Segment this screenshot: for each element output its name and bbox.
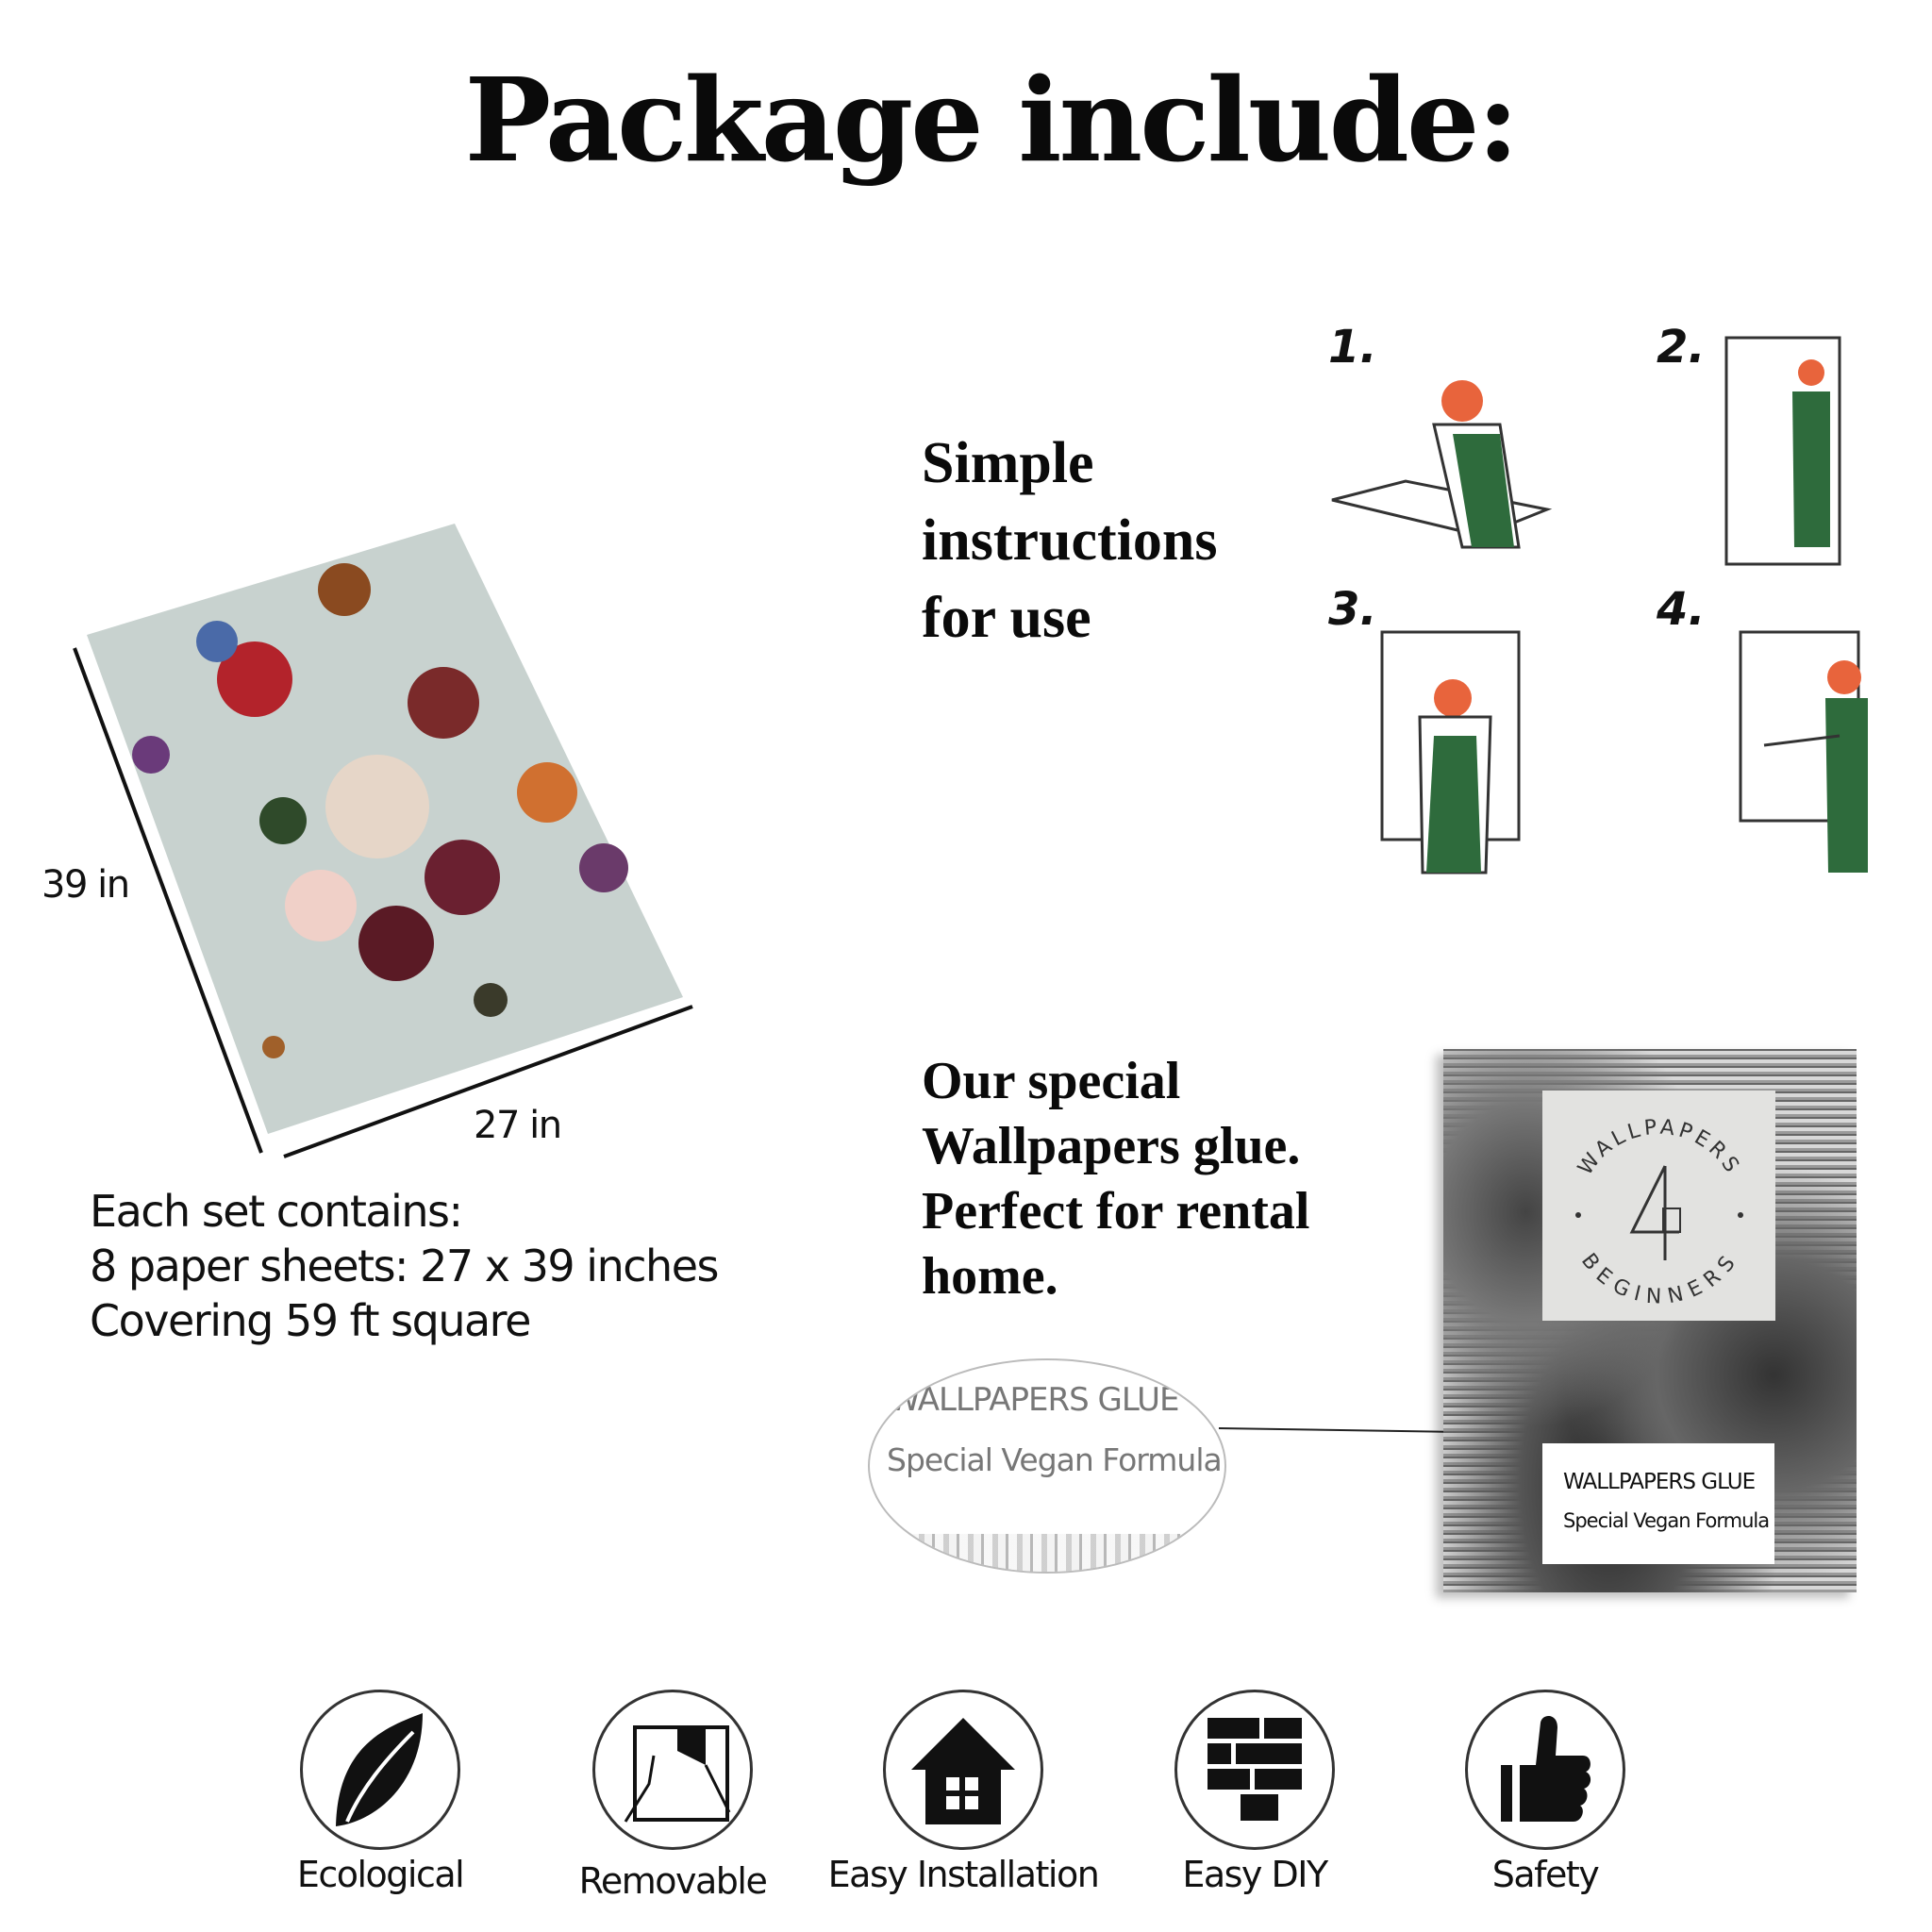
brand-bottom-text: BEGINNERS bbox=[1576, 1249, 1739, 1309]
glue-description: Our special Wallpapers glue. Perfect for… bbox=[922, 1049, 1309, 1309]
glue-line: Wallpapers glue. bbox=[922, 1117, 1301, 1175]
peel-sheet-icon bbox=[624, 1725, 731, 1823]
feature-label-easy-diy: Easy DIY bbox=[1182, 1854, 1328, 1895]
step-number: 4. bbox=[1657, 583, 1706, 636]
svg-text:WALLPAPERS: WALLPAPERS bbox=[1574, 1116, 1745, 1180]
step-number: 2. bbox=[1657, 321, 1706, 374]
loupe-title: WALLPAPERS GLUE bbox=[889, 1381, 1179, 1419]
step-1-pasting-figure bbox=[1331, 380, 1553, 549]
feature-label-easy-installation: Easy Installation bbox=[827, 1854, 1100, 1895]
instruction-illustrations bbox=[1331, 336, 1868, 874]
step-4-smoothing-figure bbox=[1739, 630, 1868, 873]
heading-line: for use bbox=[922, 586, 1091, 650]
brand-label: WALLPAPERS BEGINNERS bbox=[1542, 1091, 1775, 1321]
set-contents: Each set contains: 8 paper sheets: 27 x … bbox=[90, 1184, 719, 1348]
glue-line: home. bbox=[922, 1247, 1058, 1306]
bricks-icon bbox=[1208, 1718, 1302, 1821]
thumbs-up-icon bbox=[1501, 1716, 1591, 1822]
page-title: Package include: bbox=[464, 52, 1519, 188]
wallpaper-sheet-illustration bbox=[73, 524, 693, 1158]
easy-installation-badge bbox=[883, 1690, 1043, 1850]
house-icon bbox=[911, 1718, 1015, 1824]
feature-label-removable: Removable bbox=[578, 1860, 768, 1902]
brand-logo: WALLPAPERS BEGINNERS bbox=[1574, 1116, 1745, 1309]
glue-line: Our special bbox=[922, 1052, 1181, 1110]
heading-line: instructions bbox=[922, 508, 1218, 573]
brand-4-brush-icon bbox=[1629, 1165, 1679, 1260]
feature-label-ecological: Ecological bbox=[296, 1854, 465, 1895]
set-line: Each set contains: bbox=[90, 1186, 463, 1237]
loupe-subtitle: Special Vegan Formula bbox=[887, 1441, 1223, 1478]
loupe-texture bbox=[870, 1534, 1224, 1572]
leaf-icon bbox=[336, 1713, 423, 1826]
product-title: WALLPAPERS GLUE bbox=[1563, 1470, 1756, 1494]
width-dimension-line bbox=[283, 1005, 693, 1158]
product-subtitle: Special Vegan Formula bbox=[1563, 1509, 1770, 1532]
safety-badge bbox=[1465, 1690, 1625, 1850]
step-2-measuring-figure bbox=[1724, 336, 1841, 566]
instructions-heading: Simple instructions for use bbox=[922, 425, 1217, 657]
product-label: WALLPAPERS GLUE Special Vegan Formula bbox=[1542, 1443, 1774, 1564]
ecological-badge bbox=[300, 1690, 460, 1850]
height-dimension-line bbox=[73, 647, 263, 1154]
glue-label-magnifier: WALLPAPERS GLUE Special Vegan Formula bbox=[868, 1358, 1226, 1574]
svg-text:BEGINNERS: BEGINNERS bbox=[1576, 1249, 1742, 1309]
heading-line: Simple bbox=[922, 431, 1094, 495]
removable-badge bbox=[592, 1690, 753, 1850]
brand-top-text: WALLPAPERS bbox=[1574, 1116, 1741, 1180]
height-label: 39 in bbox=[42, 863, 130, 907]
step-3-hanging-figure bbox=[1380, 630, 1521, 874]
glue-line: Perfect for rental bbox=[922, 1182, 1310, 1241]
step-number: 1. bbox=[1328, 321, 1377, 374]
set-line: Covering 59 ft square bbox=[90, 1295, 531, 1346]
width-label: 27 in bbox=[474, 1104, 562, 1147]
step-number: 3. bbox=[1328, 583, 1377, 636]
easy-diy-badge bbox=[1174, 1690, 1335, 1850]
floral-pattern bbox=[132, 563, 628, 1058]
feature-label-safety: Safety bbox=[1491, 1854, 1600, 1895]
glue-package: WALLPAPERS BEGINNERS WALLPAPERS GLUE Spe… bbox=[1443, 1049, 1857, 1592]
set-line: 8 paper sheets: 27 x 39 inches bbox=[90, 1241, 719, 1291]
